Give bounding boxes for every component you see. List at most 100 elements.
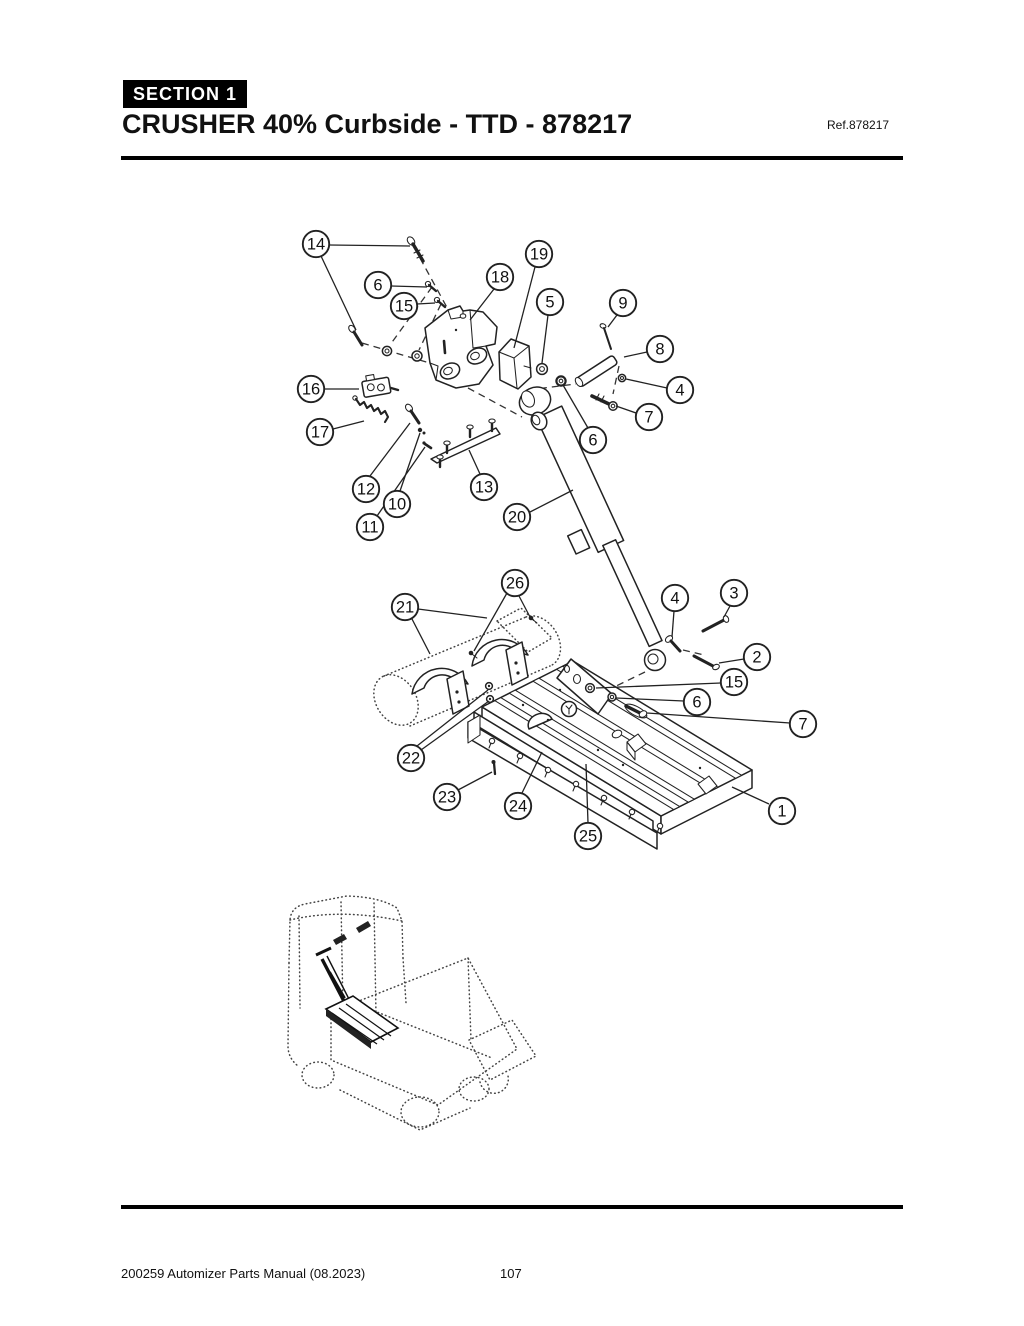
leader-line-4 xyxy=(671,610,675,638)
callout-18 xyxy=(485,262,515,292)
leader-line-14 xyxy=(328,244,411,247)
callout-label-5: 5 xyxy=(545,294,554,312)
callout-label-7: 7 xyxy=(644,409,653,427)
leader-line-7 xyxy=(615,405,637,414)
bolt-14-top xyxy=(406,236,425,263)
section-badge: SECTION 1 xyxy=(123,80,248,108)
washer-6-lower xyxy=(607,692,617,702)
callout-22 xyxy=(396,743,426,773)
leader-line-26 xyxy=(518,595,531,618)
callout-13 xyxy=(469,472,499,502)
header-rule xyxy=(121,156,903,160)
nut-4-top xyxy=(617,373,627,383)
leader-line-22 xyxy=(420,700,490,751)
callout-9 xyxy=(608,288,638,318)
callout-16 xyxy=(296,374,326,404)
callout-6 xyxy=(578,425,608,455)
leader-line-7 xyxy=(646,712,791,724)
callout-6 xyxy=(363,270,393,300)
callout-label-20: 20 xyxy=(508,509,526,527)
callout-26 xyxy=(500,568,530,598)
leader-line-21 xyxy=(411,618,431,655)
callout-17 xyxy=(305,417,335,447)
leader-line-22 xyxy=(416,689,489,747)
leader-line-23 xyxy=(457,771,493,791)
pin-23 xyxy=(491,760,497,776)
leader-line-17 xyxy=(332,420,365,430)
part-grease-valve xyxy=(361,374,400,398)
callout-14 xyxy=(301,229,331,259)
bolt-7-top xyxy=(590,393,618,411)
callout-24 xyxy=(503,791,533,821)
callout-3 xyxy=(719,578,749,608)
cotter-pin-9 xyxy=(599,323,612,350)
callout-20 xyxy=(502,502,532,532)
callout-label-6: 6 xyxy=(373,277,382,295)
pin-3 xyxy=(701,615,730,633)
callout-4 xyxy=(665,375,695,405)
leader-line-14 xyxy=(320,255,357,331)
callout-label-15: 15 xyxy=(725,674,743,692)
callout-label-24: 24 xyxy=(509,798,527,816)
leader-line-25 xyxy=(585,763,589,824)
callout-7 xyxy=(788,709,818,739)
callout-label-4: 4 xyxy=(675,382,684,400)
leader-line-18 xyxy=(469,288,495,321)
clevis-pin-8 xyxy=(574,355,618,388)
washer-6-middle xyxy=(555,375,567,387)
locknut-6-top xyxy=(424,280,438,293)
rod-bolts xyxy=(436,418,496,469)
callout-19 xyxy=(524,239,554,269)
bolt-4-lower xyxy=(664,635,682,653)
leader-line-20 xyxy=(529,489,574,513)
clip-11 xyxy=(422,441,433,450)
callout-label-21: 21 xyxy=(396,599,414,617)
washer-15-top xyxy=(433,296,447,309)
leader-line-6 xyxy=(390,285,428,288)
leader-line-1 xyxy=(731,786,770,805)
doc-ref: Ref.878217 xyxy=(827,118,890,132)
callout-15 xyxy=(389,291,419,321)
callout-23 xyxy=(432,782,462,812)
pin-10 xyxy=(417,427,426,435)
callout-2 xyxy=(742,642,772,672)
washer-pair xyxy=(381,345,423,362)
callout-25 xyxy=(573,821,603,851)
leader-line-9 xyxy=(607,314,618,328)
bolt-7-lower xyxy=(624,704,648,718)
callout-label-18: 18 xyxy=(491,269,509,287)
callout-label-12: 12 xyxy=(357,481,375,499)
callout-1 xyxy=(767,796,797,826)
callout-label-15: 15 xyxy=(395,298,413,316)
part-mount-bracket xyxy=(424,305,498,389)
callout-label-16: 16 xyxy=(302,381,320,399)
callout-12 xyxy=(351,474,381,504)
footer-text: 200259 Automizer Parts Manual (08.2023) xyxy=(121,1266,366,1281)
callout-label-25: 25 xyxy=(579,828,597,846)
callout-label-3: 3 xyxy=(729,585,738,603)
leader-line-5 xyxy=(541,314,549,364)
callout-21 xyxy=(390,592,420,622)
mounted-crusher-solid xyxy=(315,921,400,1049)
leader-line-6 xyxy=(615,697,685,702)
leader-lines xyxy=(320,244,791,824)
leader-line-4 xyxy=(625,378,668,389)
page-title: CRUSHER 40% Curbside - TTD - 878217 xyxy=(122,109,633,139)
lower-right-fasteners xyxy=(664,615,730,671)
leader-line-21 xyxy=(417,608,488,619)
leader-line-13 xyxy=(468,449,481,475)
leader-line-15 xyxy=(416,302,436,305)
leader-line-26 xyxy=(473,592,508,652)
footer-rule xyxy=(121,1205,903,1209)
callout-5 xyxy=(535,287,565,317)
callout-10 xyxy=(382,489,412,519)
callout-label-6: 6 xyxy=(588,432,597,450)
leader-line-3 xyxy=(723,605,731,618)
callout-label-2: 2 xyxy=(752,649,761,667)
callout-label-19: 19 xyxy=(530,246,548,264)
callout-label-9: 9 xyxy=(618,295,627,313)
leader-line-8 xyxy=(623,351,648,358)
callout-label-7: 7 xyxy=(798,716,807,734)
